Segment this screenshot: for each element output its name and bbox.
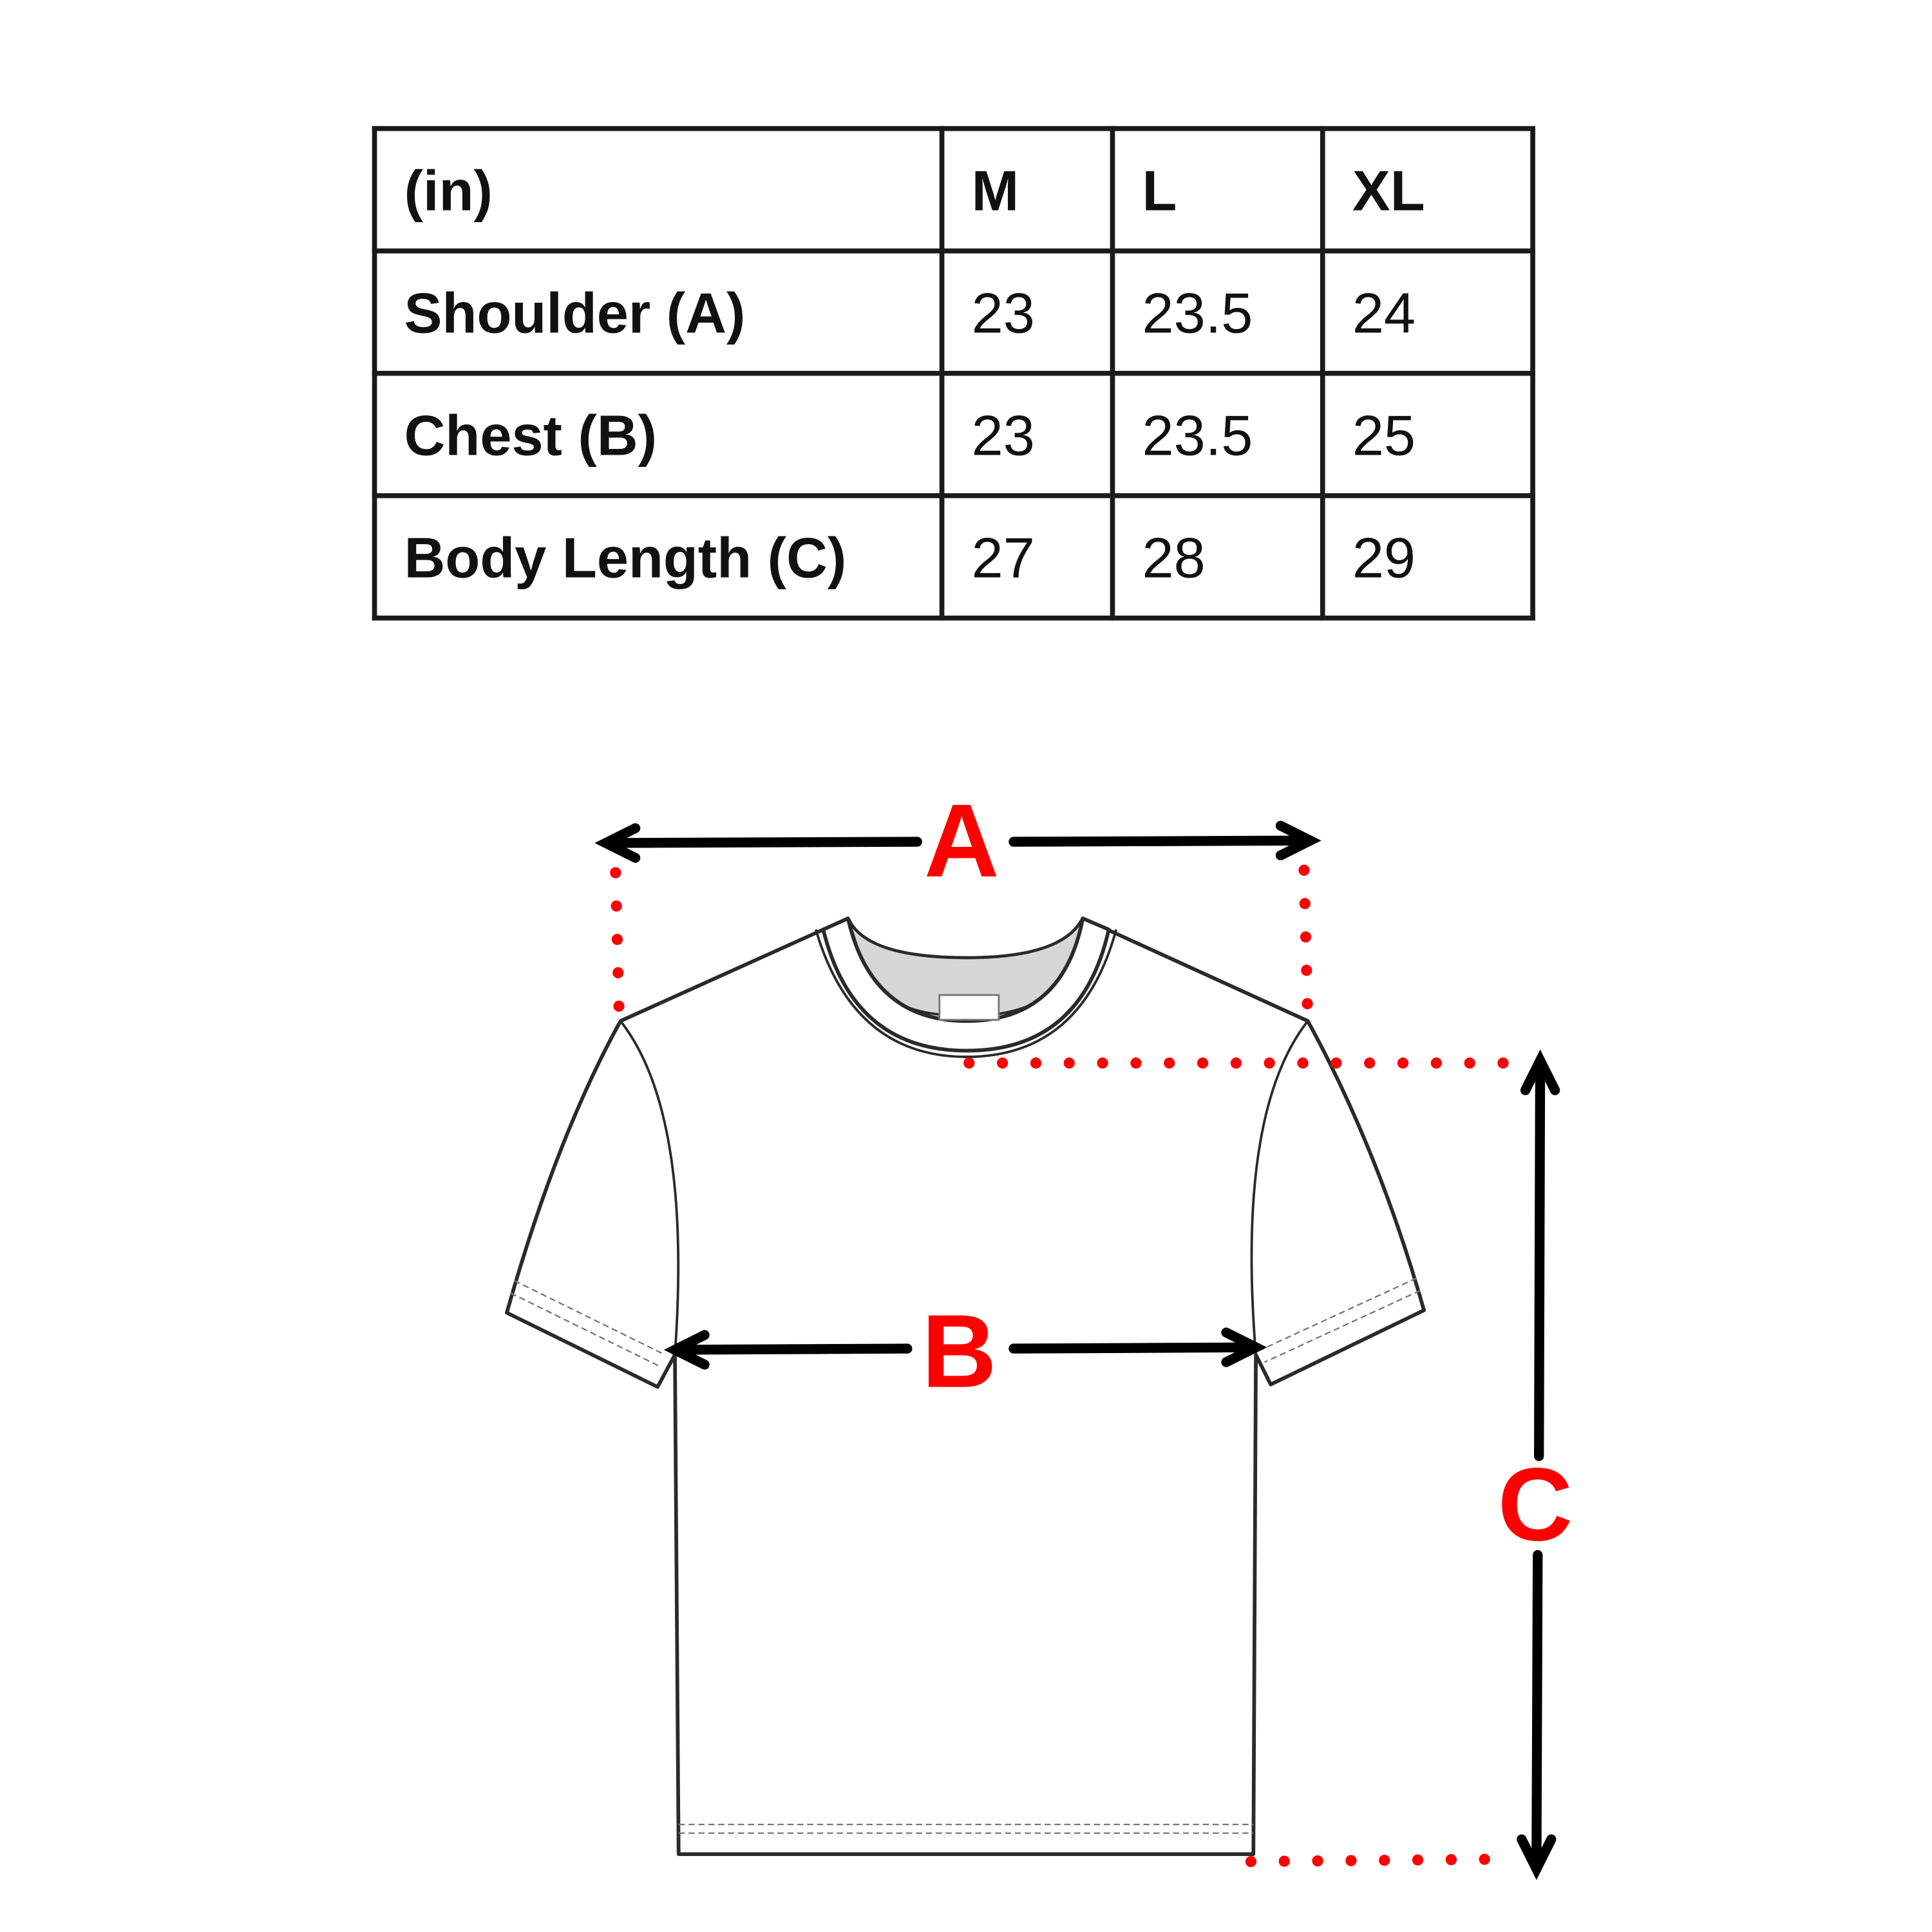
- cell: 23: [939, 248, 1115, 376]
- cell: 23: [939, 370, 1115, 498]
- cell: 29: [1320, 493, 1535, 621]
- cell: 28: [1110, 493, 1325, 621]
- table-row: Shoulder (A) 23 23.5 24: [372, 248, 1535, 376]
- size-header-xl: XL: [1320, 126, 1535, 254]
- arrow-c: [1517, 1049, 1560, 1880]
- table-row: Body Length (C) 27 28 29: [372, 493, 1535, 621]
- cell: 23.5: [1110, 248, 1325, 376]
- table-row: Chest (B) 23 23.5 25: [372, 370, 1535, 498]
- size-header-l: L: [1110, 126, 1325, 254]
- label-b: B: [922, 1294, 996, 1410]
- arrow-a: [594, 820, 1321, 863]
- row-label: Chest (B): [372, 370, 945, 498]
- tshirt-outline: [505, 916, 1426, 1856]
- arrow-b: [663, 1327, 1267, 1370]
- cell: 25: [1320, 370, 1535, 498]
- label-a: A: [924, 783, 999, 899]
- size-chart-table: (in) M L XL Shoulder (A) 23 23.5 24 Ches…: [372, 126, 1535, 621]
- unit-header: (in): [372, 126, 945, 254]
- cell: 24: [1320, 248, 1535, 376]
- label-c: C: [1498, 1447, 1573, 1563]
- table-header-row: (in) M L XL: [372, 126, 1535, 254]
- row-label: Shoulder (A): [372, 248, 945, 376]
- size-header-m: M: [939, 126, 1115, 254]
- measurement-guides: [610, 864, 1517, 1868]
- row-label: Body Length (C): [372, 493, 945, 621]
- cell: 27: [939, 493, 1115, 621]
- cell: 23.5: [1110, 370, 1325, 498]
